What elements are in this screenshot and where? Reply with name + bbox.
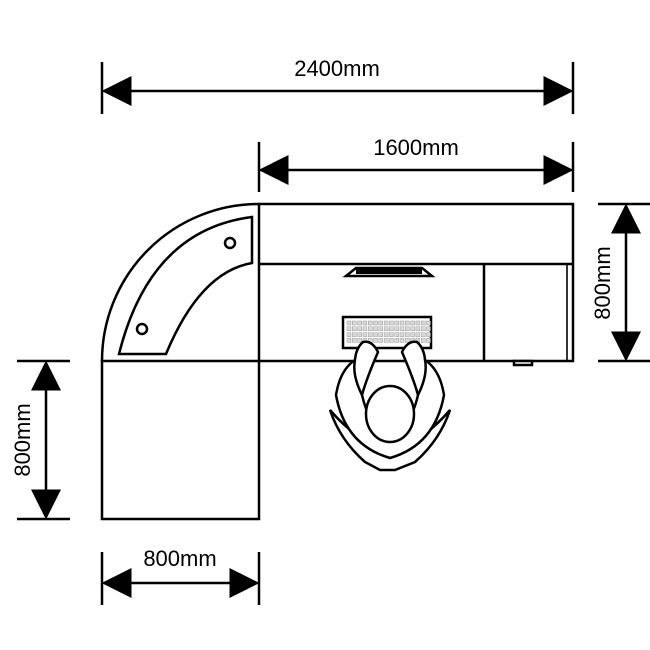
keyboard-key	[352, 338, 357, 343]
dimension-left-depth: 800mm	[10, 359, 70, 521]
keyboard-key	[421, 320, 426, 326]
keyboard-key	[362, 332, 368, 337]
dimension-label-2400: 2400mm	[294, 56, 380, 81]
keyboard-key	[394, 338, 399, 343]
keyboard-key	[373, 338, 378, 343]
keyboard-key	[426, 320, 431, 326]
keyboard-key	[426, 332, 431, 337]
keyboard-key	[410, 320, 415, 326]
keyboard-key	[346, 326, 352, 331]
keyboard-key	[389, 338, 394, 343]
keyboard-key	[368, 326, 373, 331]
keyboard-key	[378, 338, 383, 343]
keyboard-key	[389, 332, 394, 337]
keyboard-key	[352, 332, 357, 337]
keyboard-key	[383, 338, 389, 343]
keyboard-key	[373, 320, 378, 326]
keyboard-key	[357, 320, 362, 326]
keyboard-key	[426, 326, 431, 331]
monitor	[342, 266, 436, 278]
drawer-handle	[512, 359, 534, 367]
person-right-arm	[400, 340, 427, 399]
keyboard-key	[415, 326, 421, 331]
keyboard-key	[378, 326, 383, 331]
keyboard-key	[410, 332, 415, 337]
keyboard-key	[383, 332, 389, 337]
keyboard-key	[357, 332, 362, 337]
keyboard-key	[399, 326, 405, 331]
keyboard-key	[357, 326, 362, 331]
keyboard-key	[383, 326, 389, 331]
keyboard-key	[399, 332, 405, 337]
grommet-hole-bottom	[135, 322, 149, 336]
person-head	[364, 384, 416, 444]
keyboard-key	[405, 320, 410, 326]
keyboard-key	[368, 320, 373, 326]
keyboard-key	[405, 326, 410, 331]
keyboard-key	[362, 320, 368, 326]
keyboard-key	[421, 338, 426, 343]
keyboard-key	[383, 320, 389, 326]
keyboard-key	[415, 320, 421, 326]
keyboard-key	[399, 338, 405, 343]
keyboard-key	[346, 332, 352, 337]
keyboard-key	[405, 332, 410, 337]
keyboard-key	[394, 320, 399, 326]
keyboard-key	[373, 332, 378, 337]
keyboard-key	[362, 326, 368, 331]
keyboard-key	[346, 320, 352, 326]
keyboard-key	[399, 320, 405, 326]
grommet-hole-top	[223, 236, 237, 250]
dimension-right-width: 1600mm	[257, 135, 575, 192]
keyboard-key	[389, 320, 394, 326]
dimension-label-right-800: 800mm	[590, 246, 615, 319]
keyboard-key	[394, 326, 399, 331]
keyboard-key	[410, 326, 415, 331]
person-left-arm	[353, 340, 380, 399]
keyboard-key	[415, 332, 421, 337]
keyboard-key	[421, 332, 426, 337]
corner-panel	[117, 215, 254, 356]
dimension-total-width: 2400mm	[100, 56, 575, 114]
keyboard-key	[394, 332, 399, 337]
keyboard-key	[357, 338, 362, 343]
desk-left-return	[100, 359, 261, 521]
keyboard-key	[421, 326, 426, 331]
dimension-label-left-800: 800mm	[10, 403, 35, 476]
keyboard-key	[352, 326, 357, 331]
keyboard-key	[352, 320, 357, 326]
keyboard-key	[389, 326, 394, 331]
keyboard-key	[405, 338, 410, 343]
keyboard-key	[378, 320, 383, 326]
keyboard-key	[346, 338, 352, 343]
person-and-chair	[328, 340, 452, 472]
keyboard-key	[426, 338, 431, 343]
dimension-left-width: 800mm	[100, 546, 261, 605]
keyboard-key	[373, 326, 378, 331]
desk-corner-curve	[100, 202, 260, 362]
dimension-label-1600: 1600mm	[373, 135, 459, 160]
keyboard-key	[368, 332, 373, 337]
keyboard-key	[378, 332, 383, 337]
dimension-right-depth: 800mm	[590, 202, 650, 363]
dimension-label-bottom-800: 800mm	[143, 546, 216, 571]
